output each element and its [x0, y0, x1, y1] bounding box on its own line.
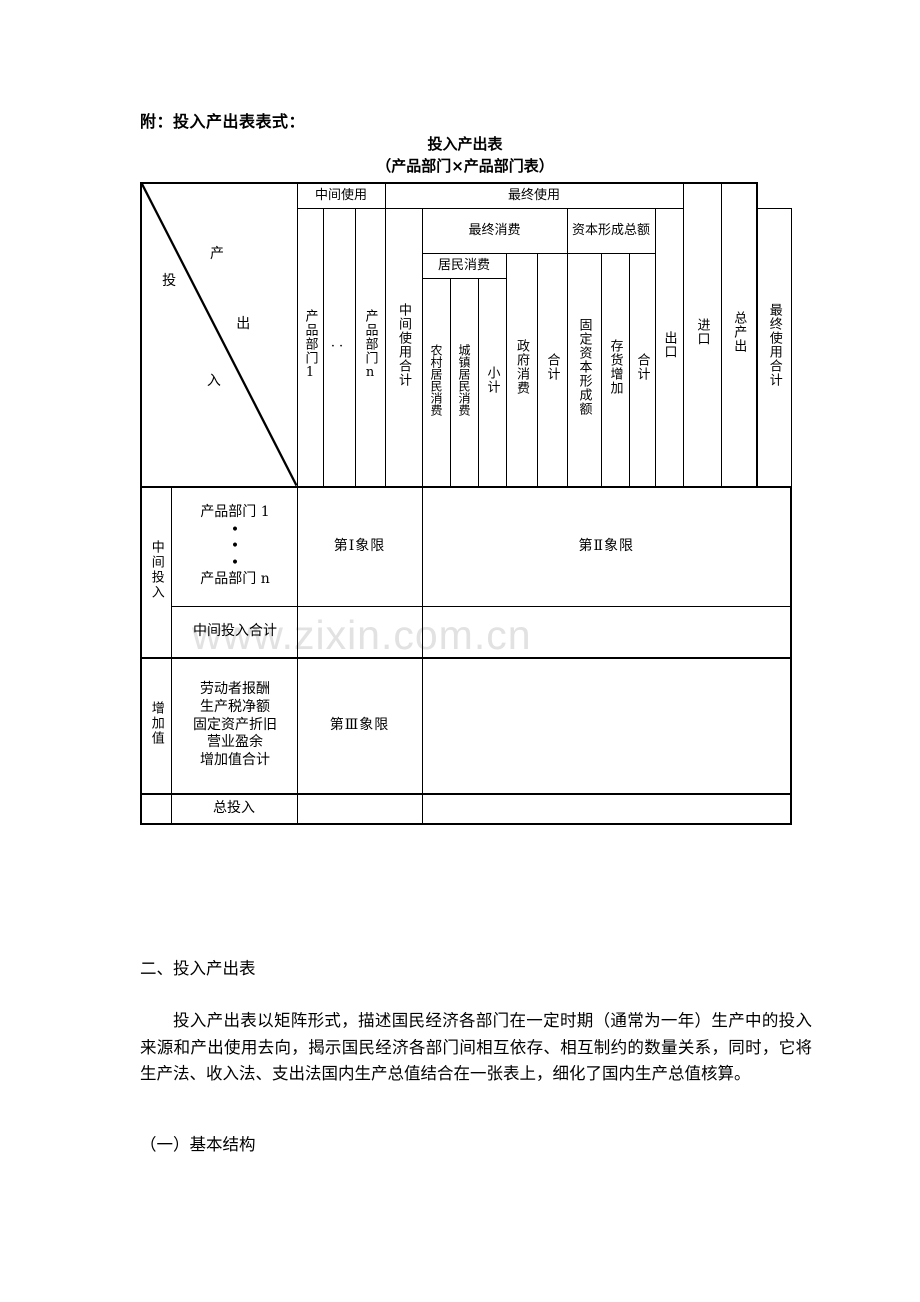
header-subgroup-row: 居民消费 政府消费 合计 固定资本形成额 存货增加 合计	[141, 253, 791, 487]
section-heading: 二、投入产出表	[140, 959, 256, 978]
header-col-government: 政府消费	[505, 253, 538, 487]
sub-heading: （一）基本结构	[140, 1135, 256, 1154]
header-col-urban-household: 城镇居民消费	[449, 278, 479, 487]
cell-intermediate-total-q2	[421, 605, 793, 658]
stub-depreciation: 固定资产折旧	[193, 716, 277, 733]
stub-sector-1: 产品部门 1	[200, 504, 270, 521]
table-title: 投入产出表 （产品部门×产品部门表）	[140, 133, 790, 177]
header-col-inventory-change: 存货增加	[600, 253, 630, 487]
stub-value-added: 增加值	[140, 656, 172, 794]
header-total-output: 总产出	[720, 182, 759, 487]
cell-intermediate-total-q1	[296, 605, 423, 658]
table-title-line2: （产品部门×产品部门表）	[376, 157, 554, 175]
header-final-consumption: 最终消费	[421, 208, 568, 254]
stub-value-added-list: 劳动者报酬 生产税净额 固定资产折旧 营业盈余 增加值合计	[170, 656, 298, 794]
header-col-final-use-total: 最终使用合计	[756, 208, 792, 487]
table-row-sectors: 中间投入 产品部门 1 • • • 产品部门 n 第Ⅰ象限 第Ⅱ象限	[140, 485, 793, 658]
header-band-row: 产 出 投 入 中间使用 最终使用 进口 总产出	[140, 182, 791, 487]
cell-quadrant-4	[421, 656, 793, 794]
table-row-value-added: 增加值 劳动者报酬 生产税净额 固定资产折旧 营业盈余 增加值合计 第Ⅲ象限	[140, 656, 793, 794]
quadrant-1-cell: 第Ⅰ象限	[296, 485, 423, 607]
header-gross-capital-formation: 资本形成总额	[566, 208, 656, 254]
header-col-sector-n: 产品部门n	[354, 208, 386, 487]
header-col-fixed-capital: 固定资本形成额	[566, 253, 602, 487]
corner-label-input-top: 投	[162, 273, 177, 290]
table-row-total-input: 总投入	[140, 792, 793, 825]
stub-total-input-blank	[140, 792, 172, 825]
diagonal-line-icon	[142, 184, 297, 486]
header-col-dots: ··	[322, 208, 356, 487]
stub-sector-list: 产品部门 1 • • • 产品部门 n	[170, 485, 298, 607]
header-col-capital-total: 合计	[628, 253, 656, 487]
header-col-exports: 出口	[654, 208, 684, 487]
paragraph-1: 投入产出表以矩阵形式，描述国民经济各部门在一定时期（通常为一年）生产中的投入来源…	[140, 1011, 812, 1084]
header-col-sector-1: 产品部门1	[296, 208, 324, 487]
header-group-row: 产品部门1 ·· 产品部门n 中间使用合计 最终消费 资本形成总额 出口 最终使…	[141, 208, 792, 487]
quadrant-3-cell: 第Ⅲ象限	[296, 656, 423, 794]
header-col-consumption-total: 合计	[536, 253, 568, 487]
table-row-intermediate-total: 中间投入合计	[141, 605, 793, 658]
header-household-consumption: 居民消费	[421, 253, 507, 279]
stub-intermediate-input: 中间投入	[140, 485, 172, 658]
stub-total-input: 总投入	[170, 792, 298, 825]
stub-net-taxes: 生产税净额	[200, 698, 270, 715]
stub-dot-2: •	[230, 538, 240, 555]
stub-dot-1: •	[230, 522, 240, 539]
corner-label-output-top: 产	[209, 246, 224, 263]
header-intermediate-use: 中间使用	[296, 182, 386, 209]
input-output-table: 产 出 投 入 中间使用 最终使用 进口 总产出 产品部门1	[140, 182, 793, 825]
header-final-use: 最终使用	[384, 182, 684, 209]
corner-label-input-bottom: 入	[206, 372, 221, 389]
input-output-table-wrapper: 产 出 投 入 中间使用 最终使用 进口 总产出 产品部门1	[140, 182, 793, 825]
cell-total-input-q2	[421, 792, 793, 825]
attachment-label: 附：投入产出表表式：	[140, 112, 306, 131]
stub-compensation: 劳动者报酬	[200, 680, 270, 697]
header-col-subtotal: 小计	[477, 278, 507, 487]
stub-value-added-total: 增加值合计	[200, 752, 270, 769]
quadrant-2-cell: 第Ⅱ象限	[421, 485, 793, 607]
table-title-line1: 投入产出表	[427, 135, 503, 153]
corner-diagonal-cell: 产 出 投 入	[140, 182, 298, 487]
header-leaf-row: 农村居民消费 城镇居民消费 小计	[141, 278, 791, 487]
header-col-rural-household: 农村居民消费	[421, 278, 451, 487]
corner-label-output-bottom: 出	[236, 315, 251, 332]
header-imports: 进口	[682, 182, 722, 487]
stub-dot-3: •	[230, 554, 240, 571]
stub-intermediate-input-total: 中间投入合计	[170, 605, 298, 658]
stub-sector-n: 产品部门 n	[200, 570, 270, 587]
header-col-intermediate-use-total: 中间使用合计	[384, 208, 423, 487]
cell-total-input-q1	[296, 792, 423, 825]
stub-operating-surplus: 营业盈余	[207, 734, 263, 751]
